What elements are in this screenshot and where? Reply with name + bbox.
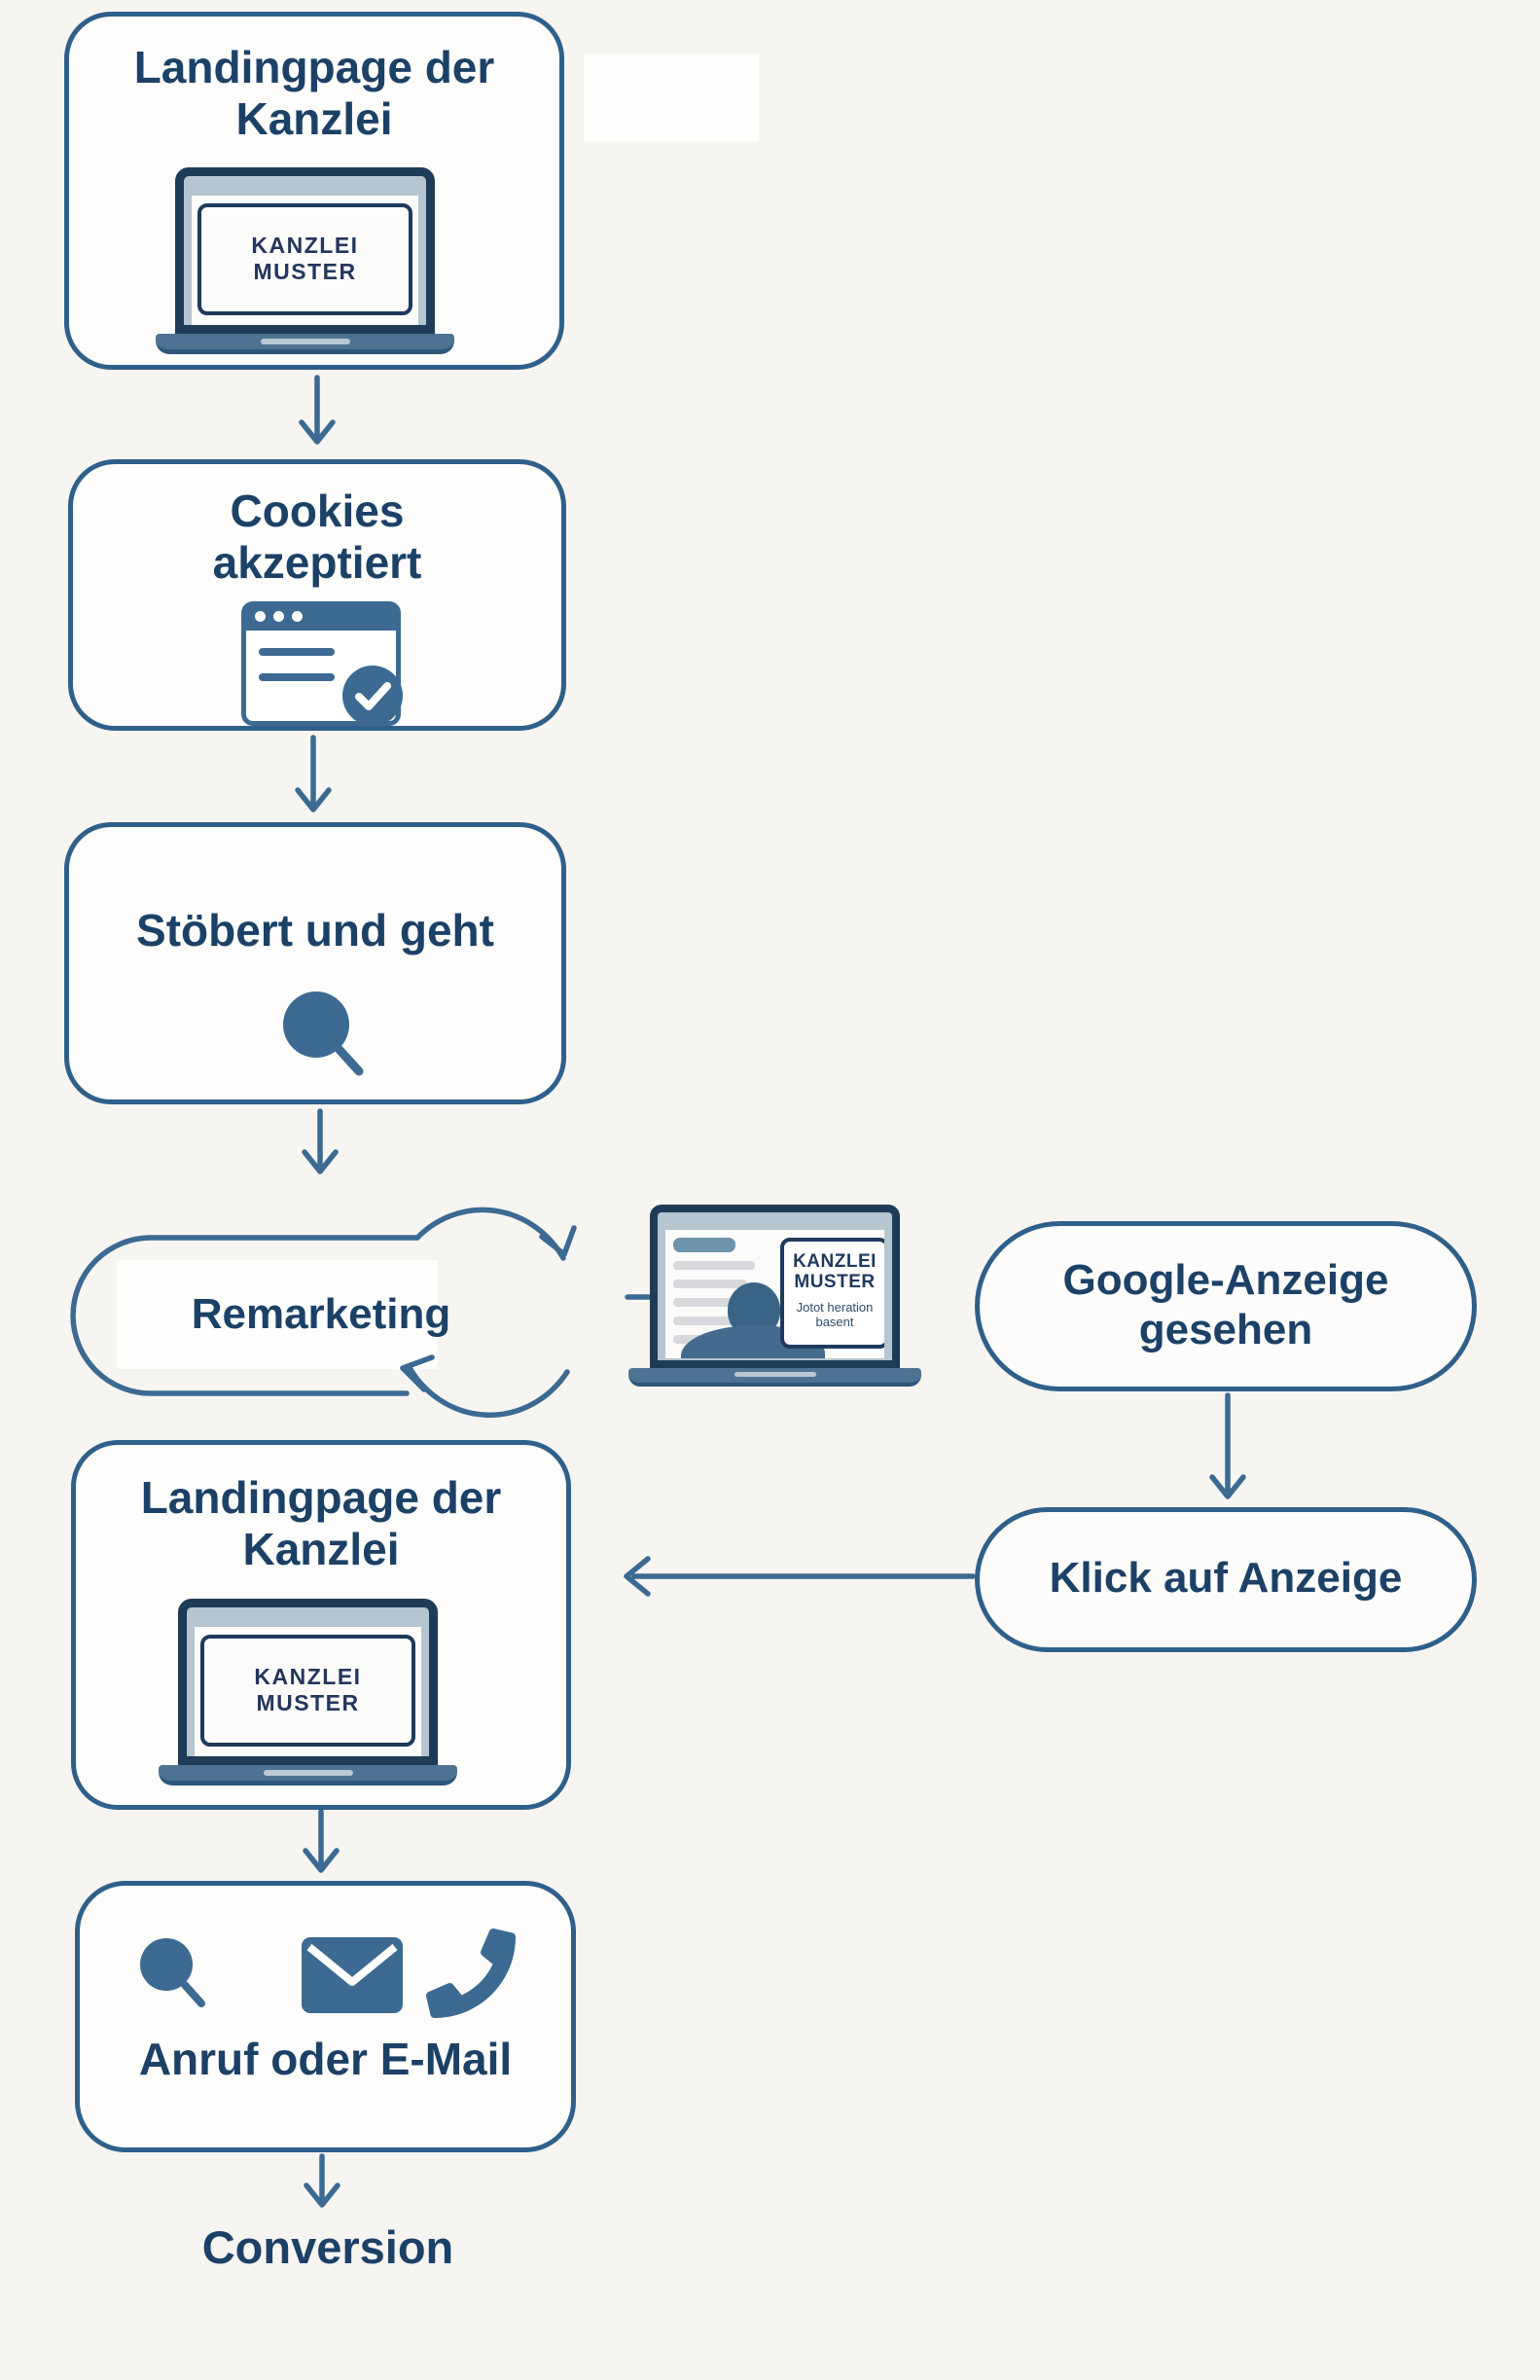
laptop-site-label: KANZLEI MUSTER [251,233,359,284]
remarketing-ad-card: KANZLEI MUSTER Jotot heration basent [780,1238,884,1349]
browser-text-line [259,648,335,656]
title-line: Google-Anzeige [1062,1256,1389,1304]
ad-subtitle: Jotot heration basent [784,1300,884,1330]
node-cookies-accepted: Cookies akzeptiert [68,459,566,731]
node-google-ad-seen: Google-Anzeige gesehen [975,1221,1477,1391]
mail-icon [302,1937,403,2013]
node-landingpage-top-title: Landingpage der Kanzlei [69,42,559,146]
ad-title: KANZLEI MUSTER [784,1251,884,1293]
node-landingpage-bottom: Landingpage der Kanzlei KANZLEI MUSTER [71,1440,571,1810]
laptop-site-label: KANZLEI MUSTER [254,1664,362,1715]
laptop-webpage: KANZLEI MUSTER Jotot heration basent [665,1230,884,1358]
node-call-or-email-title: Anruf oder E-Mail [80,2034,571,2085]
arrow-contact-to-conversion [304,2153,340,2208]
remarketing-cycle-top-arc [414,1207,566,1261]
laptop-screen: KANZLEI MUSTER [175,167,435,334]
search-icon [140,1938,205,2007]
arrow-click-to-landing2 [624,1556,976,1597]
webpage-header-bar [673,1238,735,1252]
laptop-notch [260,339,350,344]
browser-dot [273,611,284,622]
title-line: Kanzlei [235,93,393,145]
search-icon [283,992,364,1076]
remarketing-pill-outline [70,1235,420,1396]
node-call-or-email: Anruf oder E-Mail [75,1881,576,2152]
title-line: Kanzlei [242,1524,400,1575]
arrow-landing2-to-contact [303,1809,340,1873]
laptop-site-card: KANZLEI MUSTER [200,1635,415,1747]
browser-dot [292,611,303,622]
ad-title-line: KANZLEI [793,1251,877,1272]
webpage-text-line [673,1298,755,1307]
node-browse-title: Stöbert und geht [69,905,561,956]
browser-dot [255,611,266,622]
laptop-site-card: KANZLEI MUSTER [197,203,412,315]
browser-check-icon [241,601,403,726]
node-landingpage-bottom-title: Landingpage der Kanzlei [76,1472,566,1576]
browser-header [241,601,401,631]
title-line: Klick auf Anzeige [1049,1554,1403,1602]
arrow-google-to-click [1209,1392,1246,1499]
title-line: akzeptiert [212,537,422,589]
arrow-cookies-to-browse [295,735,332,812]
remarketing-cycle-bottom-arc [406,1363,570,1419]
laptop-base [159,1765,457,1785]
node-cookies-title: Cookies akzeptiert [73,486,561,590]
webpage-text-line [673,1316,741,1325]
webpage-text-line [673,1280,747,1288]
title-line: gesehen [1138,1306,1313,1354]
title-line: Remarketing [191,1290,451,1338]
ad-subtitle-line: basent [815,1315,854,1330]
title-line: Conversion [201,2221,454,2273]
laptop-screen: KANZLEI MUSTER Jotot heration basent [650,1205,900,1368]
title-line: Landingpage der [133,42,495,92]
laptop-notch [734,1372,816,1377]
arrow-landing-to-cookies [299,375,336,445]
background-patch [117,1260,438,1369]
laptop-screen: KANZLEI MUSTER [178,1599,438,1765]
remarketing-cycle-top-arrowhead [539,1225,577,1257]
laptop-icon: KANZLEI MUSTER [159,1599,457,1785]
node-browse-and-leave: Stöbert und geht [64,822,566,1104]
node-click-on-ad: Klick auf Anzeige [975,1507,1477,1652]
laptop-icon: KANZLEI MUSTER [156,167,454,354]
title-line: Anruf oder E-Mail [138,2034,513,2084]
webpage-text-line [673,1261,755,1270]
browser-text-line [259,673,335,681]
background-patch [584,54,759,141]
node-conversion-label: Conversion [133,2220,522,2274]
laptop-base [156,334,454,354]
ad-title-line: MUSTER [794,1272,876,1293]
ad-subtitle-line: Jotot heration [796,1299,874,1315]
node-landingpage-top: Landingpage der Kanzlei KANZLEI MUSTER [64,12,564,370]
remarketing-laptop-icon: KANZLEI MUSTER Jotot heration basent [628,1205,921,1387]
laptop-webpage: KANZLEI MUSTER [195,1627,421,1756]
arrow-browse-to-remarketing [302,1108,339,1174]
title-line: Cookies [230,486,405,536]
check-circle-icon [342,666,403,726]
title-line: Landingpage der [140,1472,502,1523]
laptop-webpage: KANZLEI MUSTER [192,196,418,325]
phone-icon [426,1929,516,2018]
remarketing-cycle-bottom-arrowhead [400,1354,435,1392]
title-line: Stöbert und geht [136,905,494,956]
laptop-base [628,1368,921,1387]
node-click-on-ad-title: Klick auf Anzeige [980,1553,1472,1603]
laptop-notch [263,1770,353,1776]
node-remarketing-label: Remarketing [136,1290,506,1339]
node-google-ad-title: Google-Anzeige gesehen [980,1255,1472,1354]
